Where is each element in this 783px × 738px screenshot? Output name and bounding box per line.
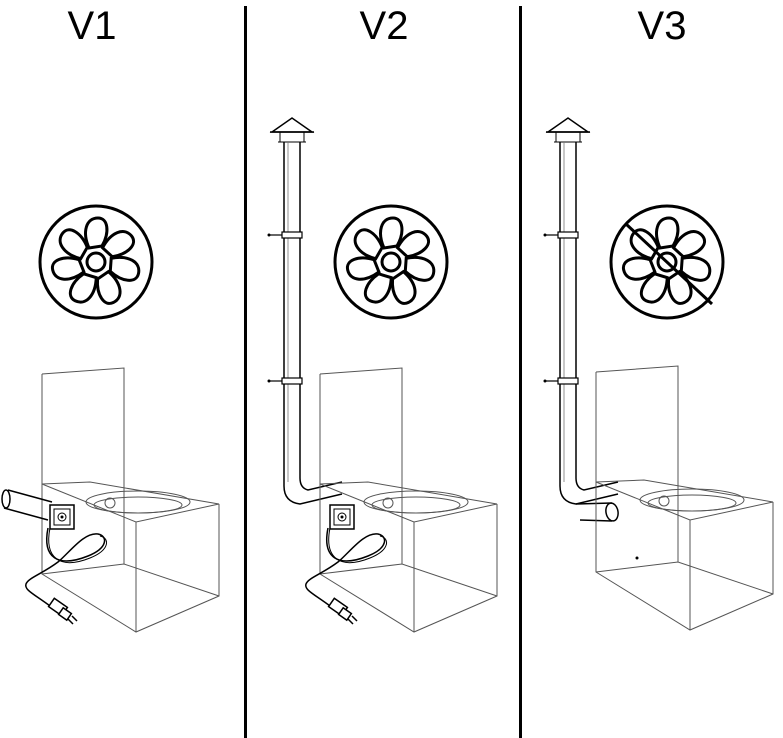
panel-v3 — [542, 117, 774, 631]
panel-label-v1: V1 — [67, 4, 117, 48]
panel-v1 — [1, 206, 220, 633]
fan-unit-box — [49, 504, 75, 530]
fan-unit-box — [329, 504, 355, 530]
vent-pipe — [542, 117, 619, 505]
fan-crossed-icon — [611, 206, 723, 318]
power-cable-plug — [304, 527, 388, 625]
power-cable-plug — [24, 527, 108, 625]
fan-icon — [40, 206, 152, 318]
horizontal-duct — [1, 489, 53, 521]
panel-label-v3: V3 — [637, 4, 687, 48]
basin-cabinet — [595, 365, 774, 631]
panel-divider-1 — [244, 6, 247, 738]
basin-cabinet — [319, 367, 498, 633]
pipe-end — [575, 502, 619, 522]
basin-cabinet — [41, 367, 220, 633]
vent-pipe — [266, 117, 343, 505]
drain-dot — [635, 556, 639, 560]
panel-v2 — [266, 117, 498, 633]
panel-divider-2 — [519, 6, 522, 738]
panel-label-v2: V2 — [359, 4, 409, 48]
fan-icon — [335, 206, 447, 318]
